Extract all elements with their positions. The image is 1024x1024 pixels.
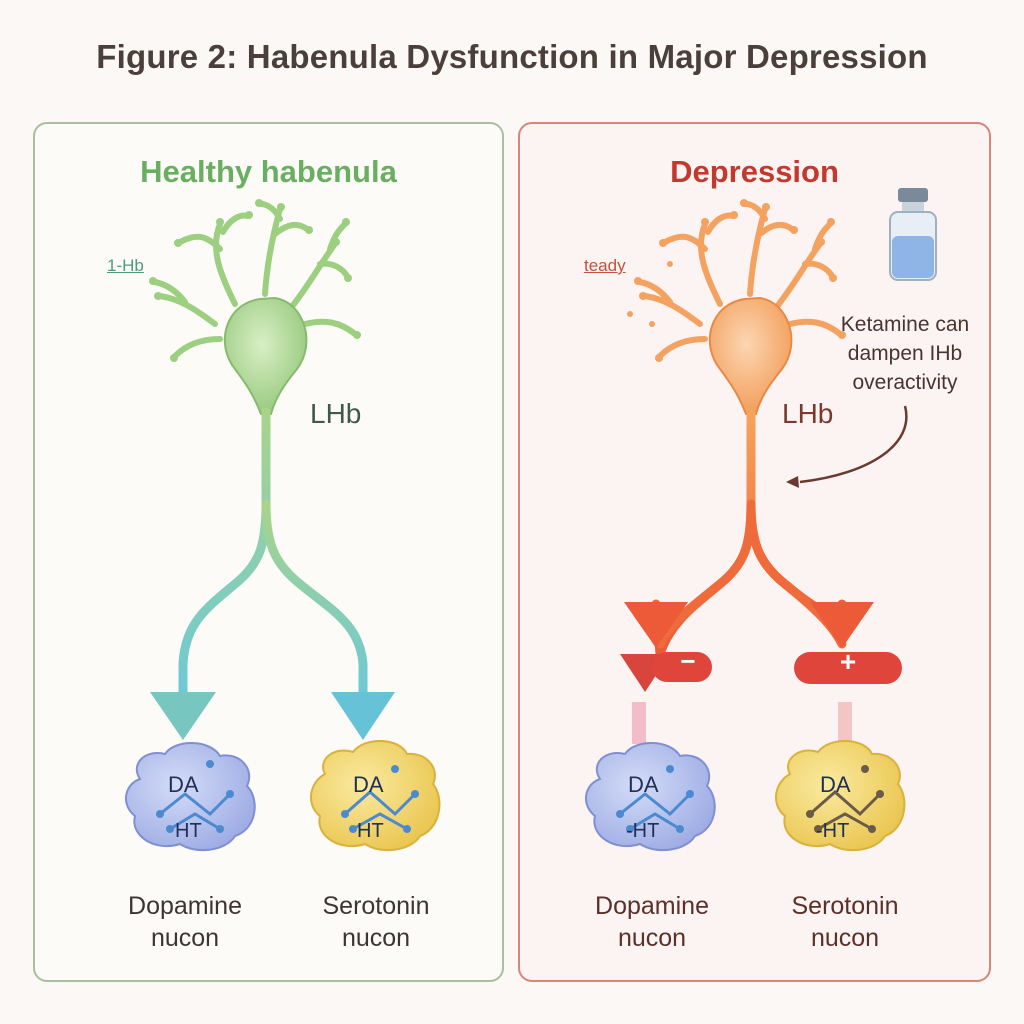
ketamine-note-line3: overactivity	[852, 371, 958, 394]
healthy-dopamine-label: Dopamine nucon	[90, 890, 280, 954]
healthy-tiny-label: 1-Hb	[107, 256, 144, 275]
depression-da-text-2: DA	[820, 772, 851, 797]
depression-panel-title: Depression	[670, 154, 839, 189]
healthy-arrow-right	[331, 692, 395, 740]
depression-serotonin-label-line1: Serotonin	[791, 892, 899, 920]
figure-title: Figure 2: Habenula Dysfunction in Major …	[96, 38, 928, 75]
depression-dopamine-nucleus	[585, 742, 716, 852]
depression-plus-sign: +	[839, 646, 857, 677]
healthy-serotonin-label-line1: Serotonin	[322, 892, 430, 920]
healthy-serotonin-nucleus	[310, 739, 441, 852]
depression-da-text-1: DA	[628, 772, 659, 797]
healthy-arrow-left	[150, 692, 216, 740]
healthy-dopamine-label-line2: nucon	[150, 924, 220, 952]
depression-dendrite-tips	[627, 199, 846, 362]
depression-neuron-soma	[708, 296, 793, 415]
depression-lhb-label: LHb	[782, 398, 834, 429]
healthy-axon	[178, 407, 368, 699]
ketamine-note-line2: dampen IHb	[847, 342, 963, 365]
healthy-serotonin-label-line2: nucon	[341, 924, 411, 952]
depression-tiny-label: teady	[584, 256, 626, 275]
depression-minus-sign: −	[680, 646, 696, 676]
healthy-dopamine-nucleus	[125, 742, 256, 852]
healthy-diagram	[125, 199, 441, 852]
depression-serotonin-label: Serotonin nucon	[750, 890, 940, 954]
depression-dopamine-label: Dopamine nucon	[557, 890, 747, 954]
depression-dopamine-label-line2: nucon	[617, 924, 687, 952]
ketamine-arrow	[799, 405, 908, 484]
healthy-da-text-2: DA	[353, 772, 384, 797]
depression-arrow-left	[624, 602, 688, 648]
depression-serotonin-nucleus	[775, 739, 906, 852]
healthy-ht-text-1: HT	[175, 820, 202, 842]
ketamine-note: Ketamine can dampen IHb overactivity	[820, 310, 990, 397]
healthy-neuron-soma	[223, 296, 308, 415]
healthy-dendrite-tips	[149, 199, 361, 362]
depression-serotonin-label-line2: nucon	[810, 924, 880, 952]
depression-arrow-right	[810, 602, 874, 648]
depression-excitation-marker	[794, 652, 902, 684]
healthy-serotonin-label: Serotonin nucon	[281, 890, 471, 954]
depression-diagram	[585, 188, 937, 852]
depression-inhibition-marker	[620, 652, 712, 692]
depression-left-connector	[632, 702, 646, 744]
ketamine-vial-icon	[889, 188, 937, 281]
depression-dopamine-label-line1: Dopamine	[595, 892, 709, 920]
healthy-panel: Healthy habenula	[33, 122, 504, 982]
healthy-neuron-dendrites	[152, 201, 358, 359]
depression-panel: Depression	[518, 122, 991, 982]
healthy-dopamine-label-line1: Dopamine	[128, 892, 242, 920]
healthy-panel-title: Healthy habenula	[140, 154, 397, 189]
depression-ht-text-2: -HT	[816, 820, 850, 842]
healthy-lhb-label: LHb	[310, 398, 362, 429]
ketamine-note-line1: Ketamine can	[840, 313, 970, 336]
healthy-ht-text-2: HT	[357, 820, 384, 842]
depression-right-connector	[838, 702, 852, 744]
depression-ht-text-1: -HT	[626, 820, 660, 842]
healthy-da-text-1: DA	[168, 772, 199, 797]
